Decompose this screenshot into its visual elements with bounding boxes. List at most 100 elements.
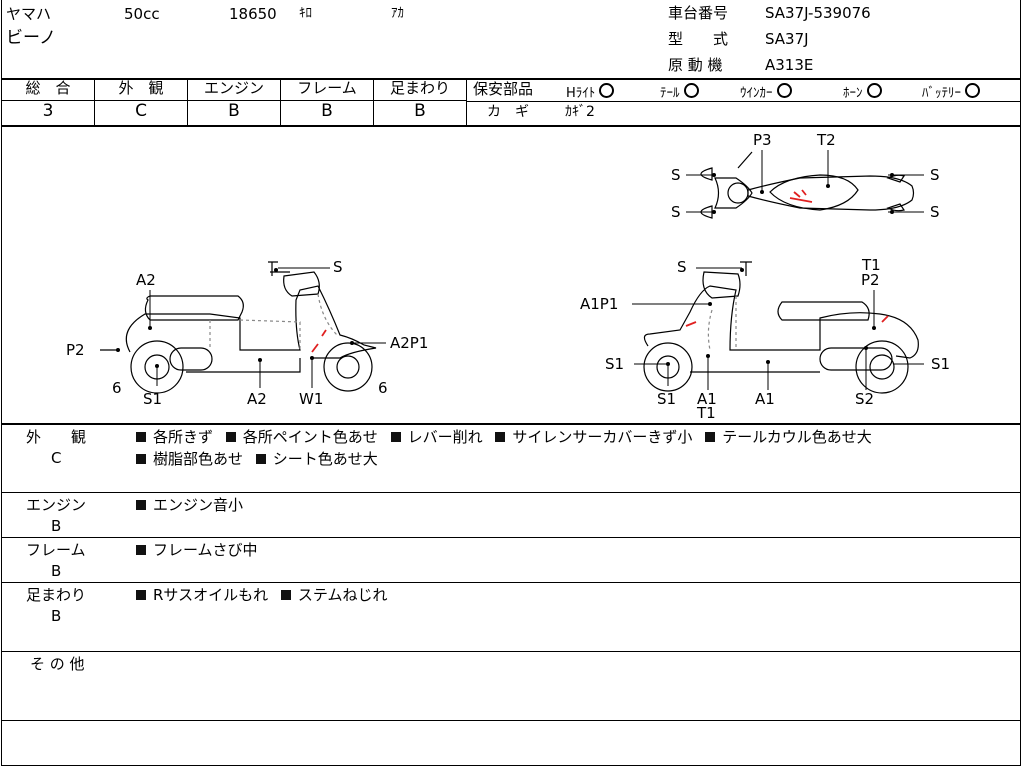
bullet-square-icon: [136, 545, 146, 555]
note-item: Rサスオイルもれ: [153, 586, 269, 604]
safety-item-headlight: Hﾗｲﾄ: [566, 83, 615, 101]
label-p2: P2: [861, 271, 880, 289]
note-engine-row: エンジン音小: [136, 498, 243, 513]
exterior-label: 外 観: [118, 79, 164, 97]
mileage-unit: ｷﾛ: [299, 6, 312, 21]
engine-model-label: 原 動 機: [668, 56, 723, 74]
safety-item-name: ﾃｰﾙ: [660, 86, 680, 101]
ok-circle-icon: [965, 83, 981, 98]
leader-lines: [149, 150, 924, 390]
engine-label: エンジン: [203, 79, 264, 97]
note-item: 樹脂部色あせ: [153, 450, 244, 468]
safety-item-winker: ｳｲﾝｶｰ: [740, 83, 792, 100]
frame-no: SA37J-539076: [765, 4, 871, 22]
exterior-grade: C: [135, 101, 147, 121]
bullet-square-icon: [136, 590, 146, 600]
scooter-right-view: [643, 261, 919, 394]
label-s: S: [671, 203, 681, 221]
note-suspension-grade: B: [51, 607, 62, 625]
label-a2p1: A2P1: [390, 334, 429, 352]
ok-circle-icon: [866, 83, 882, 98]
frame-no-label: 車台番号: [668, 4, 729, 22]
safety-item-name: ｳｲﾝｶｰ: [740, 86, 773, 101]
safety-item-battery: ﾊﾞｯﾃﾘｰ: [922, 83, 981, 101]
maker: ヤマハ: [6, 5, 52, 23]
note-exterior-row2: 樹脂部色あせ シート色あせ大: [136, 452, 378, 467]
note-item: 各所ペイント色あせ: [242, 428, 378, 446]
model-name: ビーノ: [6, 28, 56, 48]
note-item: レバー削れ: [407, 428, 483, 446]
safety-item-horn: ﾎｰﾝ: [843, 83, 882, 100]
label-a1: A1: [755, 390, 775, 408]
bullet-square-icon: [136, 500, 146, 510]
label-s1: S1: [605, 355, 625, 373]
safety-item-name: Hﾗｲﾄ: [566, 86, 596, 101]
note-item: フレームさび中: [153, 541, 258, 559]
mileage: 18650: [229, 5, 277, 23]
engine-grade: B: [228, 101, 240, 121]
bullet-square-icon: [255, 454, 266, 464]
scooter-top-view: [700, 151, 915, 219]
label-a1: A1: [697, 390, 717, 408]
label-a2: A2: [136, 271, 156, 289]
marker-dots: [116, 173, 894, 368]
damage-marks: [311, 189, 889, 353]
note-other-label: そ の 他: [30, 655, 85, 673]
label-s: S: [333, 258, 343, 276]
bullet-square-icon: [225, 432, 236, 442]
label-6: 6: [378, 379, 388, 397]
label-a2: A2: [247, 390, 267, 408]
displacement: 50cc: [124, 5, 160, 23]
label-s2: S2: [855, 390, 875, 408]
note-exterior-row1: 各所きず 各所ペイント色あせ レバー削れ サイレンサーカバーきず小 テールカウル…: [136, 430, 872, 445]
note-suspension-row: Rサスオイルもれ ステムねじれ: [136, 588, 387, 603]
bullet-square-icon: [495, 432, 506, 442]
safety-label: 保安部品: [473, 80, 534, 98]
note-item: シート色あせ大: [272, 450, 378, 468]
note-engine-label: エンジン: [26, 496, 87, 514]
overall-grade: 3: [42, 101, 54, 121]
label-t2: T2: [817, 131, 836, 149]
label-s: S: [930, 166, 940, 184]
label-p2: P2: [66, 341, 85, 359]
bullet-square-icon: [280, 590, 291, 600]
note-item: サイレンサーカバーきず小: [512, 428, 693, 446]
safety-item-tail: ﾃｰﾙ: [660, 83, 699, 100]
bullet-square-icon: [136, 432, 146, 442]
safety-item-name: ﾎｰﾝ: [843, 86, 863, 101]
note-exterior-label: 外 観: [26, 428, 87, 446]
type-label: 型 式: [668, 30, 729, 48]
color: ｱｶ: [391, 6, 404, 21]
note-exterior-grade: C: [51, 449, 62, 467]
label-s: S: [930, 203, 940, 221]
ok-circle-icon: [776, 83, 792, 98]
safety-item-name: ﾊﾞｯﾃﾘｰ: [922, 86, 961, 101]
label-a1p1: A1P1: [580, 295, 619, 313]
key-label: カ ギ: [487, 104, 529, 120]
note-item: 各所きず: [153, 428, 214, 446]
type-value: SA37J: [765, 30, 809, 48]
bullet-square-icon: [136, 454, 146, 464]
bullet-square-icon: [390, 432, 401, 442]
scooter-left-view: [100, 261, 377, 394]
label-p3: P3: [753, 131, 772, 149]
label-6: 6: [112, 379, 122, 397]
key-value: ｶｷﾞ2: [565, 104, 595, 120]
label-s: S: [677, 258, 687, 276]
label-w1: W1: [299, 390, 324, 408]
label-s1: S1: [657, 390, 677, 408]
engine-model: A313E: [765, 56, 814, 74]
note-engine-grade: B: [51, 517, 62, 535]
note-item: テールカウル色あせ大: [722, 428, 872, 446]
label-s: S: [671, 166, 681, 184]
ok-circle-icon: [683, 83, 699, 98]
note-suspension-label: 足まわり: [26, 586, 87, 604]
overall-label: 総 合: [25, 79, 71, 97]
label-t1: T1: [697, 404, 716, 422]
suspension-grade: B: [414, 101, 426, 121]
frame-grade: B: [321, 101, 333, 121]
label-t1: T1: [862, 256, 881, 274]
note-item: エンジン音小: [153, 496, 244, 514]
